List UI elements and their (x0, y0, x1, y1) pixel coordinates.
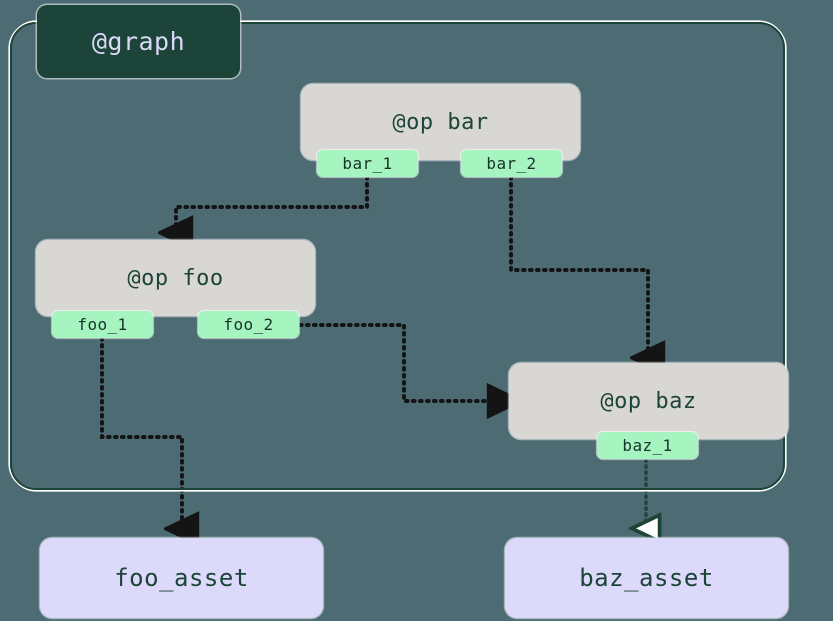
port-foo-1-label: foo_1 (77, 315, 128, 334)
op-node-baz[interactable]: @op baz (509, 363, 788, 439)
op-node-foo-label: @op foo (127, 265, 224, 291)
asset-node-foo-asset[interactable]: foo_asset (40, 538, 323, 618)
port-bar-2-label: bar_2 (486, 154, 537, 173)
port-bar-1-label: bar_1 (342, 154, 393, 173)
asset-node-baz-asset[interactable]: baz_asset (505, 538, 788, 618)
port-foo-2[interactable]: foo_2 (198, 311, 299, 338)
graph-label[interactable]: @graph (37, 5, 240, 78)
op-node-bar-label: @op bar (392, 109, 489, 135)
op-node-bar[interactable]: @op bar (301, 84, 580, 160)
op-node-baz-label: @op baz (600, 388, 697, 414)
graph-container[interactable] (10, 22, 785, 490)
port-baz-1-label: baz_1 (622, 436, 673, 455)
port-baz-1[interactable]: baz_1 (597, 432, 698, 459)
port-foo-2-label: foo_2 (223, 315, 274, 334)
port-foo-1[interactable]: foo_1 (52, 311, 153, 338)
asset-node-baz-asset-label: baz_asset (579, 564, 714, 592)
op-node-foo[interactable]: @op foo (36, 240, 315, 316)
port-bar-1[interactable]: bar_1 (317, 150, 418, 177)
port-bar-2[interactable]: bar_2 (461, 150, 562, 177)
graph-label-text: @graph (91, 27, 186, 56)
asset-node-foo-asset-label: foo_asset (114, 564, 249, 592)
